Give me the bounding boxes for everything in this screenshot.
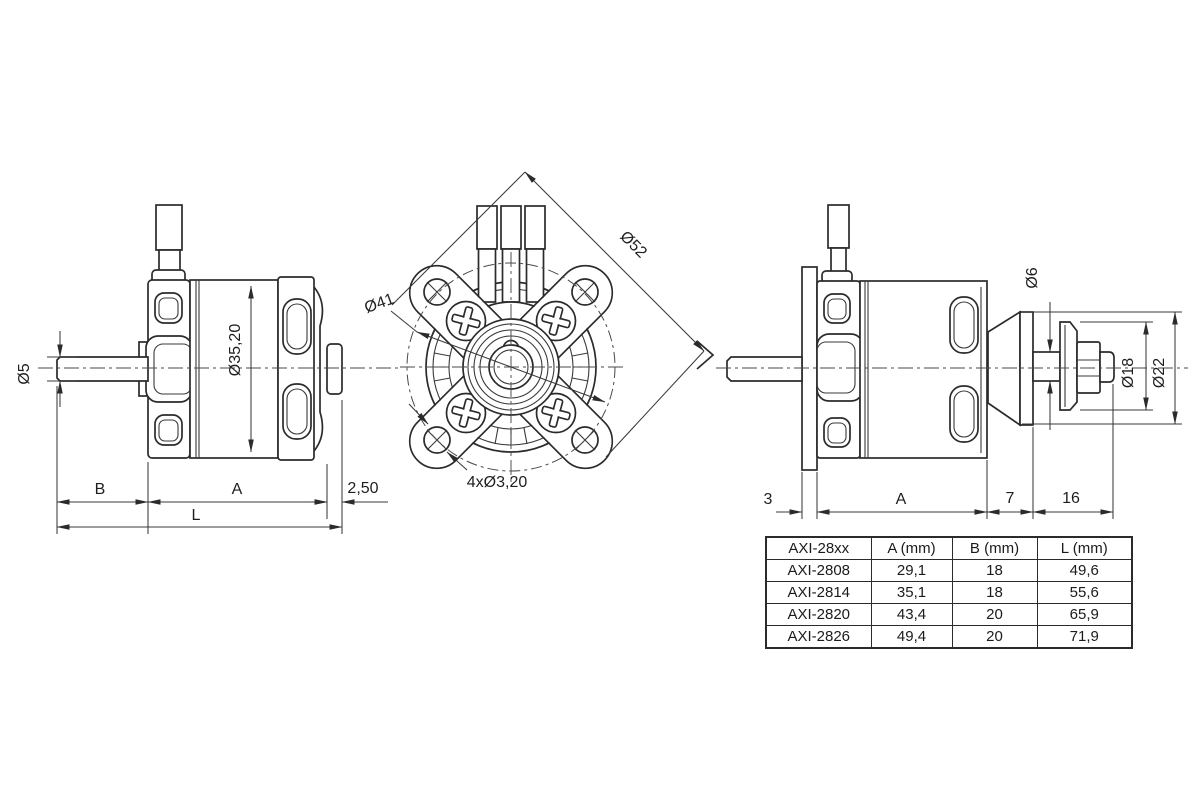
dim-label-body-dia: Ø35,20 [227, 324, 244, 377]
dim-label-a-right: A [896, 491, 907, 508]
dimension-value-cell: 43,4 [870, 603, 953, 626]
table-header-cell: L (mm) [1036, 536, 1133, 560]
front-view [390, 171, 705, 482]
dimension-value-cell: 55,6 [1036, 581, 1133, 604]
dimension-value-cell: 20 [951, 625, 1038, 649]
dimension-value-cell: 49,6 [1036, 559, 1133, 582]
dim-label-prop-washer-dia: Ø18 [1120, 358, 1137, 388]
dim-label-a-left: A [232, 481, 243, 498]
motor-model-cell: AXI-2826 [765, 625, 872, 649]
table-header-cell: AXI-28xx [765, 536, 872, 560]
dimension-value-cell: 18 [951, 581, 1038, 604]
dim-label-outer-dia: Ø52 [616, 228, 649, 261]
dim-label-bolt-circle: Ø41 [362, 291, 396, 317]
dimension-value-cell: 49,4 [870, 625, 953, 649]
motor-model-cell: AXI-2814 [765, 581, 872, 604]
dimension-value-cell: 20 [951, 603, 1038, 626]
motor-model-cell: AXI-2808 [765, 559, 872, 582]
dim-label-l: L [192, 507, 201, 524]
dim-label-shaft-dia-left: Ø5 [16, 363, 33, 384]
table-header-cell: A (mm) [870, 536, 953, 560]
dim-label-mount-holes: 4xØ3,20 [467, 474, 528, 491]
dimension-value-cell: 29,1 [870, 559, 953, 582]
dimension-value-cell: 35,1 [870, 581, 953, 604]
motor-model-cell: AXI-2820 [765, 603, 872, 626]
table-header-cell: B (mm) [951, 536, 1038, 560]
dimension-value-cell: 18 [951, 559, 1038, 582]
dim-label-b: B [95, 481, 106, 498]
dim-label-cone: 7 [1006, 490, 1015, 507]
dim-label-stub: 2,50 [347, 480, 378, 497]
right-side-view [696, 204, 1188, 519]
dimension-value-cell: 65,9 [1036, 603, 1133, 626]
dim-label-shaft-dia-right: Ø6 [1024, 267, 1041, 288]
dim-label-plate: 3 [764, 491, 773, 508]
dim-label-adapter-len: 16 [1062, 490, 1080, 507]
left-side-view [38, 204, 400, 534]
dim-label-adapter-dia: Ø22 [1151, 358, 1168, 388]
dimension-value-cell: 71,9 [1036, 625, 1133, 649]
